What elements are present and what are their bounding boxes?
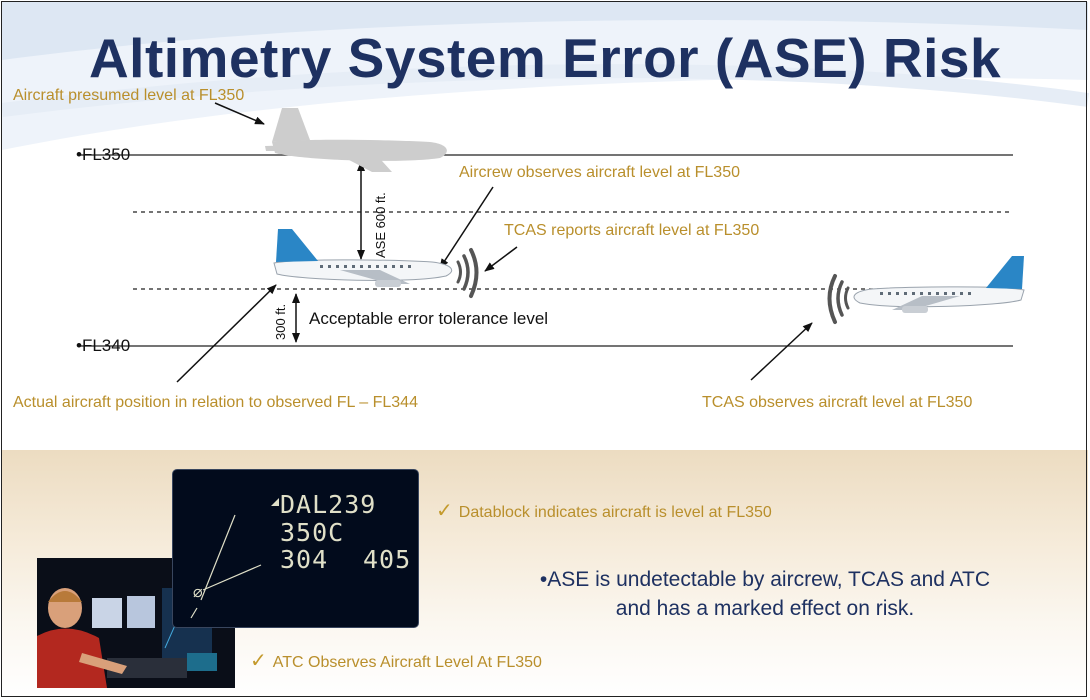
pointer-tcas-observes [750,322,813,381]
check-atc-text: ATC Observes Aircraft Level At FL350 [272,654,542,671]
summary-line-2: and has a marked effect on risk. [615,597,915,620]
label-aircrew-observes: Aircrew observes aircraft level at FL350 [459,164,740,181]
summary-text: •ASE is undetectable by aircrew, TCAS an… [500,565,1030,623]
tcas-signal-waves-left [827,274,850,324]
fl350-label: •FL350 [76,145,131,164]
label-tcas-observes: TCAS observes aircraft level at FL350 [702,394,973,411]
pointer-presumed [214,102,265,125]
check-icon: ✓ [436,500,453,522]
label-actual-position: Actual aircraft position in relation to … [13,394,418,411]
ghost-aircraft [265,108,447,172]
page-title: Altimetry System Error (ASE) Risk [88,27,1002,89]
label-presumed-level: Aircraft presumed level at FL350 [13,87,245,104]
tcas-signal-waves-right [456,248,479,298]
ase-diagram [80,102,1025,383]
pointer-tcas-reports [484,246,518,272]
datablock-callsign: DAL239 [280,490,377,519]
summary-line-1: •ASE is undetectable by aircrew, TCAS an… [539,568,991,591]
label-ase-600: ASE 600 ft. [373,192,388,258]
datablock-field-a: 304 [280,545,329,574]
radar-datablock-display: ⌀ DAL239 350C 304 405 [173,470,418,627]
actual-aircraft [273,229,453,287]
label-300-ft: 300 ft. [273,303,288,340]
header-swoosh [1,2,1089,150]
observing-aircraft [853,256,1025,313]
pointer-aircrew [439,186,494,269]
check-datablock: ✓ Datablock indicates aircraft is level a… [436,498,772,523]
pointer-actual [176,284,277,383]
svg-text:⌀: ⌀ [193,583,203,602]
check-atc: ✓ ATC Observes Aircraft Level At FL350 [250,648,542,673]
label-tcas-reports: TCAS reports aircraft level at FL350 [504,222,760,239]
label-tolerance: Acceptable error tolerance level [309,309,549,328]
datablock-field-b: 405 [363,545,412,574]
check-datablock-text: Datablock indicates aircraft is level at… [458,504,772,521]
datablock-altitude: 350C [280,518,345,547]
fl340-label: •FL340 [76,336,131,355]
check-icon: ✓ [250,650,267,672]
